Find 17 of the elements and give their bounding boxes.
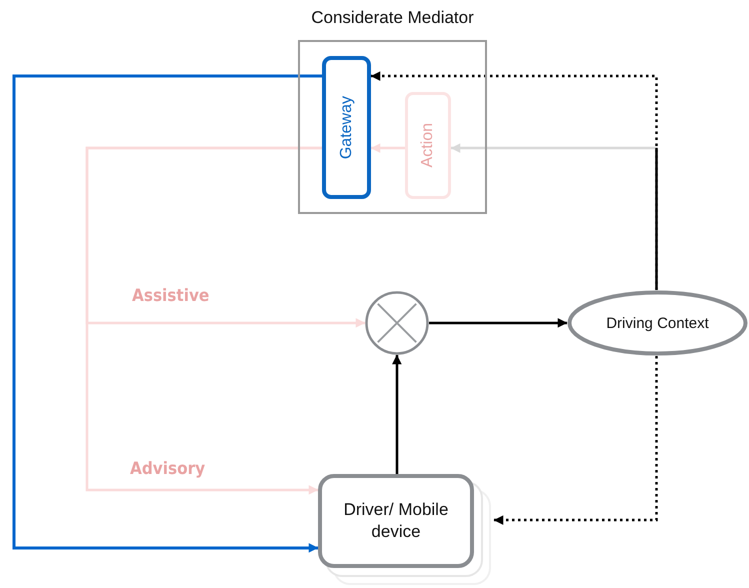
gateway-box: [322, 56, 371, 199]
frame-title: Considerate Mediator: [310, 8, 475, 28]
arrow: [392, 354, 402, 474]
arrow: [370, 143, 405, 153]
connector-line: [655, 148, 658, 290]
action-box: [405, 92, 451, 199]
arrow: [86, 146, 322, 495]
summing-junction: [365, 291, 429, 355]
box-label: Driver/ Mobile device: [342, 498, 450, 543]
ellipse-label: Driving Context: [606, 314, 709, 332]
box-label: Action: [419, 123, 437, 168]
arrow: [12, 74, 322, 553]
context-ellipse: [567, 290, 748, 356]
arrow: [429, 318, 568, 328]
box-label: Gateway: [338, 96, 356, 160]
edge-label: Advisory: [128, 459, 208, 479]
arrow: [494, 356, 658, 525]
